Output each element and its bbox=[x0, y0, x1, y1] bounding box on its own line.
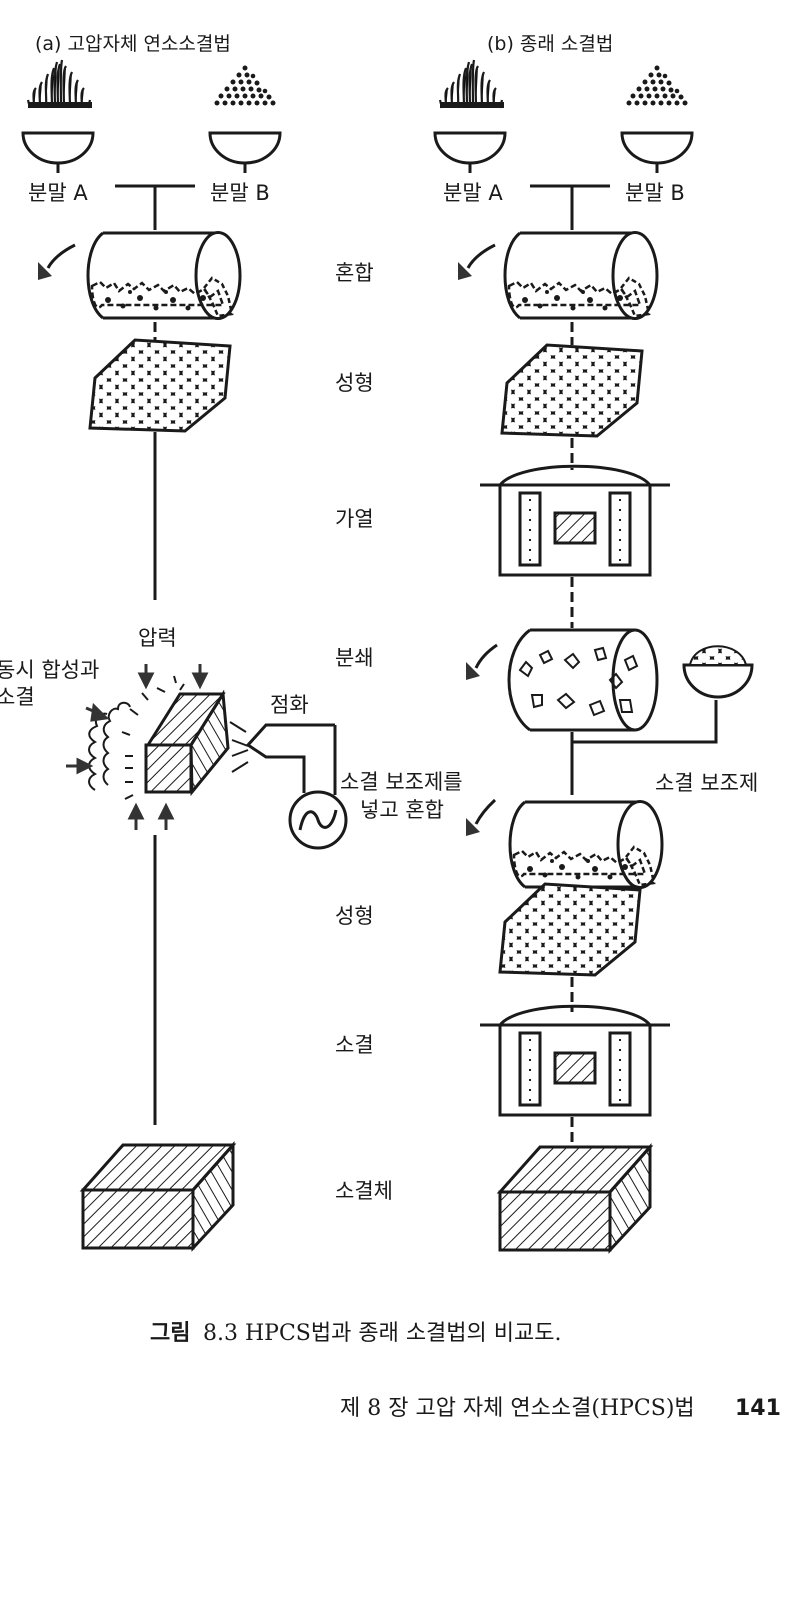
powder-a-label: 분말 A bbox=[28, 181, 88, 205]
sintering-furnace-icon bbox=[478, 1004, 672, 1117]
compact-icon bbox=[498, 882, 642, 977]
column-conventional: 분말 A 분말 B 소결 bbox=[433, 58, 758, 1252]
ignition-label: 점화 bbox=[270, 693, 309, 717]
combustion-wave-icon bbox=[88, 675, 185, 800]
rotation-arrow-icon bbox=[474, 798, 497, 825]
figure-label: 그림 bbox=[150, 1321, 190, 1346]
powder-b-label: 분말 B bbox=[210, 181, 270, 205]
column-hpcs: 분말 A 분말 B 압력 동시 합성과 소결 점화 bbox=[0, 58, 348, 1250]
mixing-drum-icon bbox=[86, 231, 242, 320]
powder-a-icon bbox=[438, 58, 506, 110]
compact-icon bbox=[500, 343, 644, 438]
sintering-aid-bowl-icon bbox=[682, 645, 754, 699]
heating-furnace-icon bbox=[478, 464, 672, 577]
bowl-a-icon bbox=[433, 131, 507, 175]
step-form: 성형 bbox=[335, 371, 374, 395]
ac-power-source-icon bbox=[288, 790, 348, 850]
rotation-arrow-icon bbox=[46, 243, 76, 269]
title-hpcs: (a) 고압자체 연소소결법 bbox=[35, 33, 231, 55]
rotation-arrow-icon bbox=[474, 643, 498, 669]
pressure-arrows-icon bbox=[66, 664, 209, 830]
arrowhead-icon bbox=[466, 662, 480, 680]
sintered-body-icon bbox=[498, 1145, 652, 1252]
step-crush: 분쇄 bbox=[335, 646, 374, 670]
powder-a-icon bbox=[26, 58, 94, 110]
powder-a-label: 분말 A bbox=[443, 181, 503, 205]
sintering-aid-label: 소결 보조제 bbox=[655, 771, 758, 795]
step-mix: 혼합 bbox=[335, 261, 374, 285]
simultaneous-label-1: 동시 합성과 bbox=[0, 658, 99, 682]
step-add-aid-1: 소결 보조제를 bbox=[340, 770, 463, 794]
figure-caption: 8.3 HPCS법과 종래 소결법의 비교도. bbox=[203, 1321, 562, 1346]
mixing-drum-aid-icon bbox=[508, 800, 664, 889]
powder-b-label: 분말 B bbox=[625, 181, 685, 205]
crushing-drum-icon bbox=[507, 628, 659, 732]
page-number: 141 bbox=[735, 1396, 781, 1421]
step-form-2: 성형 bbox=[335, 904, 374, 928]
bowl-b-icon bbox=[208, 131, 282, 175]
arrowhead-icon bbox=[458, 262, 472, 280]
powder-b-icon bbox=[626, 65, 688, 106]
powder-b-icon bbox=[214, 65, 276, 106]
reacting-block-icon bbox=[144, 689, 230, 797]
simultaneous-label-2: 소결 bbox=[0, 685, 35, 709]
step-add-aid-2: 넣고 혼합 bbox=[360, 798, 444, 822]
sintered-body-icon bbox=[81, 1143, 235, 1250]
rotation-arrow-icon bbox=[466, 243, 496, 269]
bowl-a-icon bbox=[21, 131, 95, 175]
igniter-icon bbox=[229, 721, 348, 850]
step-sintered-body: 소결체 bbox=[335, 1179, 393, 1203]
running-footer: 제 8 장 고압 자체 연소소결(HPCS)법 bbox=[340, 1396, 695, 1421]
title-conventional: (b) 종래 소결법 bbox=[487, 33, 613, 55]
step-labels: 혼합 성형 가열 분쇄 소결 보조제를 넣고 혼합 성형 소결 소결체 bbox=[335, 261, 463, 1203]
arrowhead-icon bbox=[38, 262, 52, 280]
bowl-b-icon bbox=[620, 131, 694, 175]
aid-feed-line bbox=[572, 700, 718, 744]
pressure-label: 압력 bbox=[138, 626, 177, 650]
step-heat: 가열 bbox=[335, 507, 374, 531]
mixing-drum-icon bbox=[503, 231, 659, 320]
step-sinter: 소결 bbox=[335, 1033, 374, 1057]
arrowhead-icon bbox=[466, 818, 480, 836]
compact-icon bbox=[88, 338, 232, 433]
